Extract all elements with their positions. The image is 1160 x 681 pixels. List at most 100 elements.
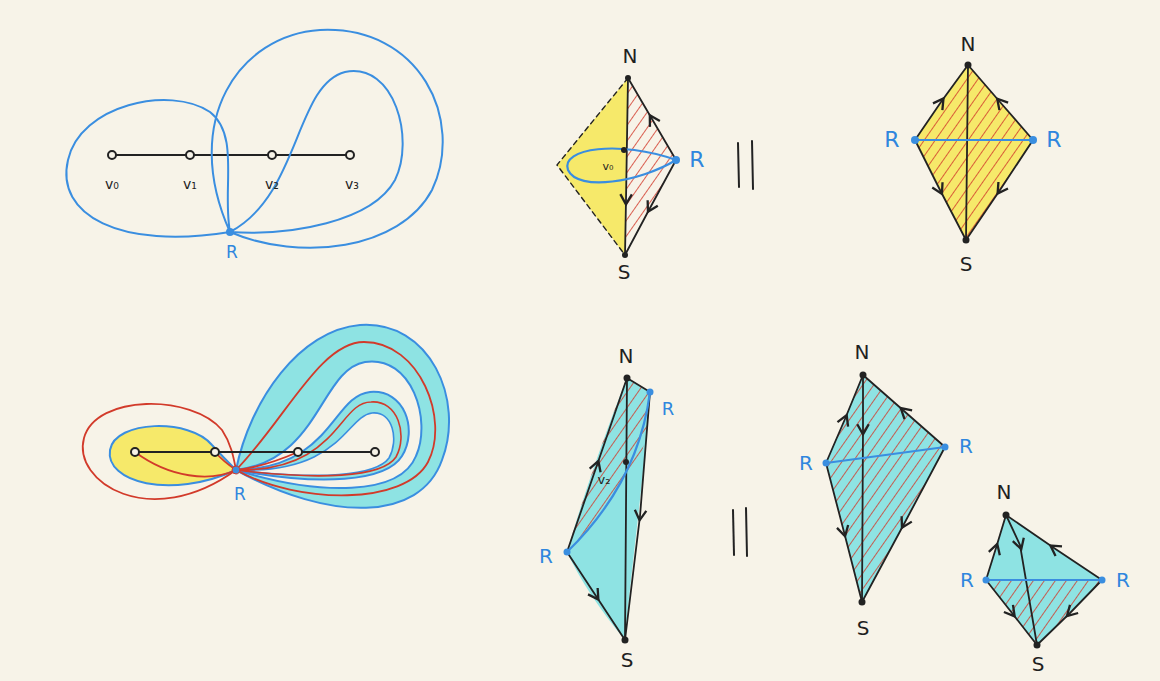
vertex-label: v₀ <box>603 161 614 172</box>
point-label: R <box>689 149 704 171</box>
point-label: R <box>884 129 899 151</box>
point-r <box>647 389 654 396</box>
cyan-band <box>236 325 449 508</box>
point-label: R <box>234 486 246 503</box>
vertex-dot <box>108 151 116 159</box>
path-edge <box>112 154 350 156</box>
point-label: R <box>662 400 675 418</box>
arrow-edge <box>966 140 1033 240</box>
yellow-region <box>110 426 236 485</box>
vertex-dot <box>624 375 631 382</box>
vertex-dot <box>294 448 302 456</box>
point-r <box>1099 577 1106 584</box>
arrow-edge <box>625 392 650 640</box>
arrow-edge <box>826 375 863 463</box>
cyan-band <box>236 392 409 480</box>
pole-label: S <box>618 262 631 282</box>
axis-edge <box>862 375 863 602</box>
blue-line <box>915 139 1033 141</box>
point-r <box>672 156 680 164</box>
pole-label: N <box>855 342 870 362</box>
axis-edge <box>966 65 968 240</box>
bottom-left-figure <box>83 325 449 508</box>
arrow-edge <box>986 580 1037 645</box>
arrow-edge <box>968 65 1033 140</box>
vertex-dot <box>623 459 629 465</box>
vertex-dot <box>1003 512 1010 519</box>
point-r <box>911 136 919 144</box>
vertex-dot <box>859 599 866 606</box>
vertex-dot <box>622 252 628 258</box>
hatched-face <box>567 378 650 552</box>
hatched-face <box>915 65 1033 240</box>
vertex-label: v₃ <box>345 177 359 191</box>
point-r <box>232 466 240 474</box>
vertex-dot <box>268 151 276 159</box>
axis-edge <box>625 78 628 255</box>
blue-loop <box>567 149 676 183</box>
blue-line <box>826 447 945 463</box>
vertex-dot <box>860 372 867 379</box>
red-curve <box>236 452 298 470</box>
arrow-edge <box>862 447 945 602</box>
top-left-figure <box>66 30 442 248</box>
point-r <box>1029 136 1037 144</box>
bottom-right-figure <box>823 372 1106 649</box>
equals-sign <box>733 141 753 556</box>
blue-line <box>986 579 1102 581</box>
arrow-edge <box>826 463 862 602</box>
point-r <box>823 460 830 467</box>
cyan-face <box>826 375 945 602</box>
top-right-figure <box>911 62 1037 244</box>
point-r <box>942 444 949 451</box>
arrow-edge <box>986 515 1006 580</box>
top-middle-figure <box>557 75 680 258</box>
edge <box>627 378 650 392</box>
vertex-dot <box>186 151 194 159</box>
point-r <box>226 228 234 236</box>
point-label: R <box>799 453 813 473</box>
point-r <box>983 577 990 584</box>
pole-label: S <box>621 650 634 670</box>
red-curve <box>236 342 435 495</box>
blue-loop <box>212 30 443 248</box>
point-label: R <box>1046 129 1061 151</box>
red-curve <box>236 402 401 476</box>
vertex-dot <box>346 151 354 159</box>
cyan-face <box>986 515 1102 645</box>
pole-label: N <box>623 46 638 66</box>
vertex-dot <box>625 75 631 81</box>
arrow-edge <box>915 65 968 140</box>
pole-label: N <box>961 34 976 54</box>
pole-label: N <box>619 346 634 366</box>
vertex-dot <box>1034 642 1041 649</box>
red-curve <box>135 452 236 476</box>
white-gap <box>236 413 394 475</box>
vertex-dot <box>211 448 219 456</box>
arrow-edge <box>1037 580 1102 645</box>
vertex-dot <box>371 448 379 456</box>
vertex-dot <box>963 237 970 244</box>
point-r <box>564 549 571 556</box>
point-label: R <box>959 436 973 456</box>
arrow-edge <box>915 140 966 240</box>
pole-label: S <box>1032 654 1045 674</box>
blue-curve <box>567 392 650 552</box>
bottom-middle-figure <box>564 375 654 644</box>
cyan-face <box>567 378 650 640</box>
axis-edge <box>625 378 627 640</box>
hatched-face <box>986 580 1102 645</box>
path-edge <box>135 451 375 453</box>
vertex-dot <box>621 147 627 153</box>
blue-loop <box>66 100 230 237</box>
vertex-dot <box>965 62 972 69</box>
arrow-edge <box>567 378 627 552</box>
vertex-label: v₂ <box>265 177 279 191</box>
point-label: R <box>1116 570 1130 590</box>
pole-label: S <box>960 254 973 274</box>
vertex-dot <box>131 448 139 456</box>
point-label: R <box>539 546 553 566</box>
point-label: R <box>226 244 238 261</box>
arrow-edge <box>628 78 676 160</box>
